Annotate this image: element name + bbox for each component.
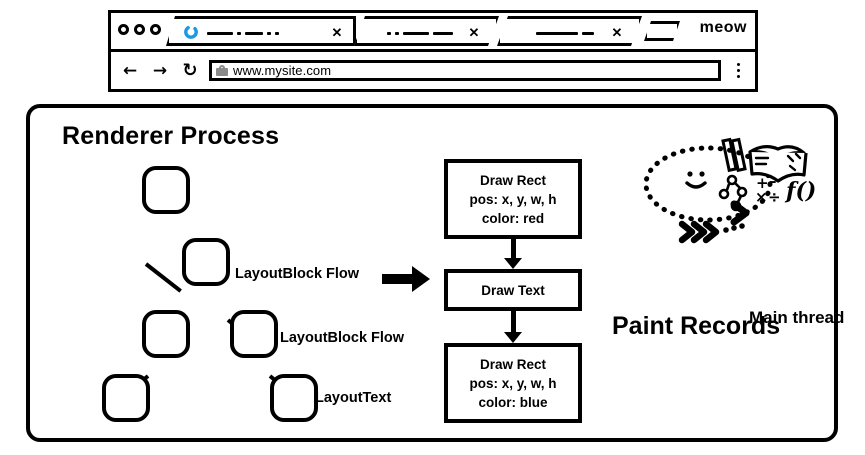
paint-record-box-draw-rect-red[interactable]: Draw Rect pos: x, y, w, h color: red	[444, 159, 582, 239]
tree-node-layouttext-1[interactable]	[102, 374, 150, 422]
svg-text:–: –	[769, 172, 777, 190]
browser-brand-label: meow	[699, 19, 747, 36]
paint-record-line: pos: x, y, w, h	[469, 191, 557, 207]
svg-text:f(): f()	[784, 178, 816, 204]
layout-tree-diagram: LayoutBlock Flow LayoutBlock Flow Layout…	[90, 166, 404, 426]
window-control-maximize[interactable]	[150, 24, 161, 35]
paint-record-box-draw-text[interactable]: Draw Text	[444, 269, 582, 311]
tree-node-layoutblock-1[interactable]	[182, 238, 230, 286]
tab-close-icon[interactable]: ✕	[611, 25, 623, 40]
window-controls	[118, 24, 161, 35]
tab-title-scribble	[387, 31, 453, 35]
right-arrow-icon	[382, 266, 430, 292]
tab-close-icon[interactable]: ✕	[331, 25, 343, 40]
paint-records-label: Paint Records	[612, 312, 781, 340]
padlock-icon	[216, 65, 228, 76]
window-control-minimize[interactable]	[134, 24, 145, 35]
node-tree-icon	[718, 174, 748, 212]
paint-record-line: Draw Text	[481, 282, 545, 298]
tree-node-layoutblock-3[interactable]	[230, 310, 278, 358]
paint-record-line: color: red	[481, 210, 545, 226]
forward-arrow-icon[interactable]: →	[152, 60, 168, 81]
url-text: www.mysite.com	[233, 63, 332, 78]
tree-label-layouttext: LayoutText	[315, 390, 392, 406]
reload-icon[interactable]: ↻	[182, 59, 198, 81]
kebab-menu-icon[interactable]	[727, 60, 749, 82]
browser-tab-2[interactable]: ✕	[354, 16, 499, 46]
paint-record-line: color: blue	[478, 394, 548, 410]
window-control-close[interactable]	[118, 24, 129, 35]
back-arrow-icon[interactable]: ←	[122, 60, 138, 81]
paint-record-connector	[511, 239, 516, 261]
tab-title-scribble	[207, 31, 279, 35]
renderer-process-panel: Renderer Process LayoutBlock Flow Layout…	[26, 104, 844, 442]
tree-label-layoutblock-flow-1: LayoutBlock Flow	[235, 266, 360, 282]
paint-record-line: pos: x, y, w, h	[469, 375, 557, 391]
browser-tab-active[interactable]: ✕	[166, 16, 356, 46]
open-book-icon	[748, 145, 808, 183]
tab-strip: ✕ ✕ ✕ meow	[111, 13, 755, 52]
tree-label-layoutblock-flow-2: LayoutBlock Flow	[280, 330, 405, 346]
tree-node-layoutblock-2[interactable]	[142, 310, 190, 358]
books-icon	[721, 137, 747, 173]
browser-window: ✕ ✕ ✕ meow ← → ↻ www.mysite.com	[108, 10, 758, 92]
svg-text:÷: ÷	[768, 188, 781, 206]
loading-spinner-icon	[184, 25, 198, 39]
paint-record-line: Draw Rect	[479, 172, 547, 188]
down-arrow-icon	[504, 258, 522, 269]
new-tab-button[interactable]	[644, 21, 680, 41]
tree-node-layouttext-2[interactable]	[270, 374, 318, 422]
browser-tab-3[interactable]: ✕	[497, 16, 642, 46]
tab-title-scribble	[536, 31, 594, 35]
main-thread-label: Main thread	[749, 308, 845, 327]
paint-record-connector	[511, 311, 516, 335]
tree-edge	[144, 262, 182, 293]
down-arrow-icon	[504, 332, 522, 343]
paint-record-box-draw-rect-blue[interactable]: Draw Rect pos: x, y, w, h color: blue	[444, 343, 582, 423]
renderer-process-title: Renderer Process	[62, 122, 280, 150]
address-bar[interactable]: www.mysite.com	[209, 60, 721, 81]
paint-record-line: Draw Rect	[479, 356, 547, 372]
dotted-blob-smiley-icon: + – × ÷ f()	[643, 137, 816, 244]
svg-text:×: ×	[755, 188, 768, 206]
tab-close-icon[interactable]: ✕	[468, 25, 480, 40]
function-icon: f()	[784, 178, 816, 204]
svg-text:+: +	[756, 174, 769, 192]
math-symbols-icon: + – × ÷	[755, 172, 781, 206]
tree-node-root[interactable]	[142, 166, 190, 214]
browser-toolbar: ← → ↻ www.mysite.com	[111, 52, 755, 89]
